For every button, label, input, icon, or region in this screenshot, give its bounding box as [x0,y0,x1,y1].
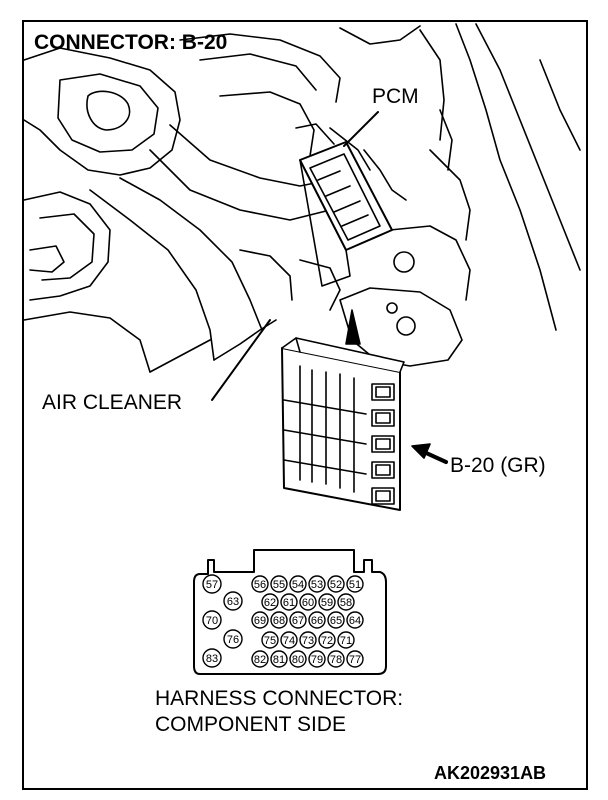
pin-label: 57 [206,579,218,591]
pin-label: 83 [206,653,218,665]
pin-label: 64 [349,615,361,627]
diagram-title: CONNECTOR: B-20 [34,31,228,54]
pin-label: 78 [330,654,342,666]
pin-label: 80 [292,654,304,666]
pin-label: 66 [311,615,323,627]
pin-label: 77 [349,654,361,666]
pin-label: 56 [254,579,266,591]
pcm-label: PCM [372,85,419,108]
pin-label: 79 [311,654,323,666]
pin-label: 53 [311,579,323,591]
pin-label: 65 [330,615,342,627]
pin-label: 75 [264,635,276,647]
pin-label: 60 [302,597,314,609]
connector-id-label: B-20 (GR) [450,454,546,477]
pin-label: 59 [321,597,333,609]
pin-label: 76 [227,634,239,646]
b20-arrow [411,443,448,464]
pin-label: 81 [273,654,285,666]
pin-label: 70 [206,615,218,627]
connector-pointer [345,309,361,345]
pin-label: 58 [340,597,352,609]
harness-caption-line1: HARNESS CONNECTOR: [155,687,404,710]
pin-label: 51 [349,579,361,591]
pin-label: 54 [292,579,304,591]
pin-label: 69 [254,615,266,627]
pin-label: 71 [340,635,352,647]
pin-label: 68 [273,615,285,627]
pin-label: 62 [264,597,276,609]
air-cleaner-leader-line [211,319,271,401]
air-cleaner-label: AIR CLEANER [42,391,183,414]
harness-connector-caption: HARNESS CONNECTOR: COMPONENT SIDE [155,686,403,739]
b20-connector [281,337,405,511]
harness-caption-line2: COMPONENT SIDE [155,713,346,737]
pin-label: 72 [321,635,333,647]
pin-label: 52 [330,579,342,591]
figure-code: AK202931AB [434,763,547,783]
pin-label: 73 [302,635,314,647]
pin-label: 63 [227,596,239,608]
pcm-module [295,123,407,287]
pin-label: 61 [283,597,295,609]
connector-pin-numbers: 57 56 55 54 53 52 51 63 62 61 60 59 58 7… [206,579,361,666]
engine-bay-lineart [23,23,581,373]
pin-label: 74 [283,635,295,647]
pin-label: 55 [273,579,285,591]
pcm-leader-line [343,111,379,147]
connector-pin-circles [202,574,364,668]
pin-label: 67 [292,615,304,627]
pin-label: 82 [254,654,266,666]
